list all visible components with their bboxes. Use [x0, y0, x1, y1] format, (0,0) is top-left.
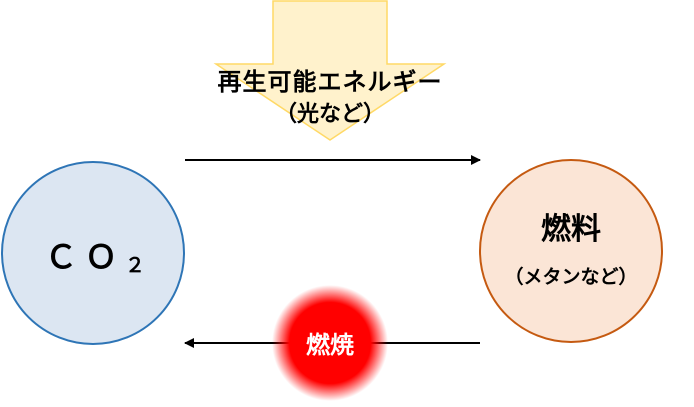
fuel-title: 燃料 — [541, 212, 601, 247]
combustion-label: 燃焼 — [306, 331, 354, 359]
co2-subscript: ２ — [125, 253, 145, 277]
fuel-subtitle: （メタンなど） — [504, 266, 638, 288]
energy-subtitle: （光など） — [274, 102, 385, 127]
co2-circle — [1, 161, 185, 345]
energy-arrow-shape — [213, 0, 447, 141]
co2-label: ＣＯ２ — [40, 232, 150, 278]
fuel-circle — [479, 159, 663, 343]
combustion-glow — [272, 285, 388, 401]
co2-main: ＣＯ — [44, 238, 125, 276]
energy-title: 再生可能エネルギー — [217, 68, 443, 96]
